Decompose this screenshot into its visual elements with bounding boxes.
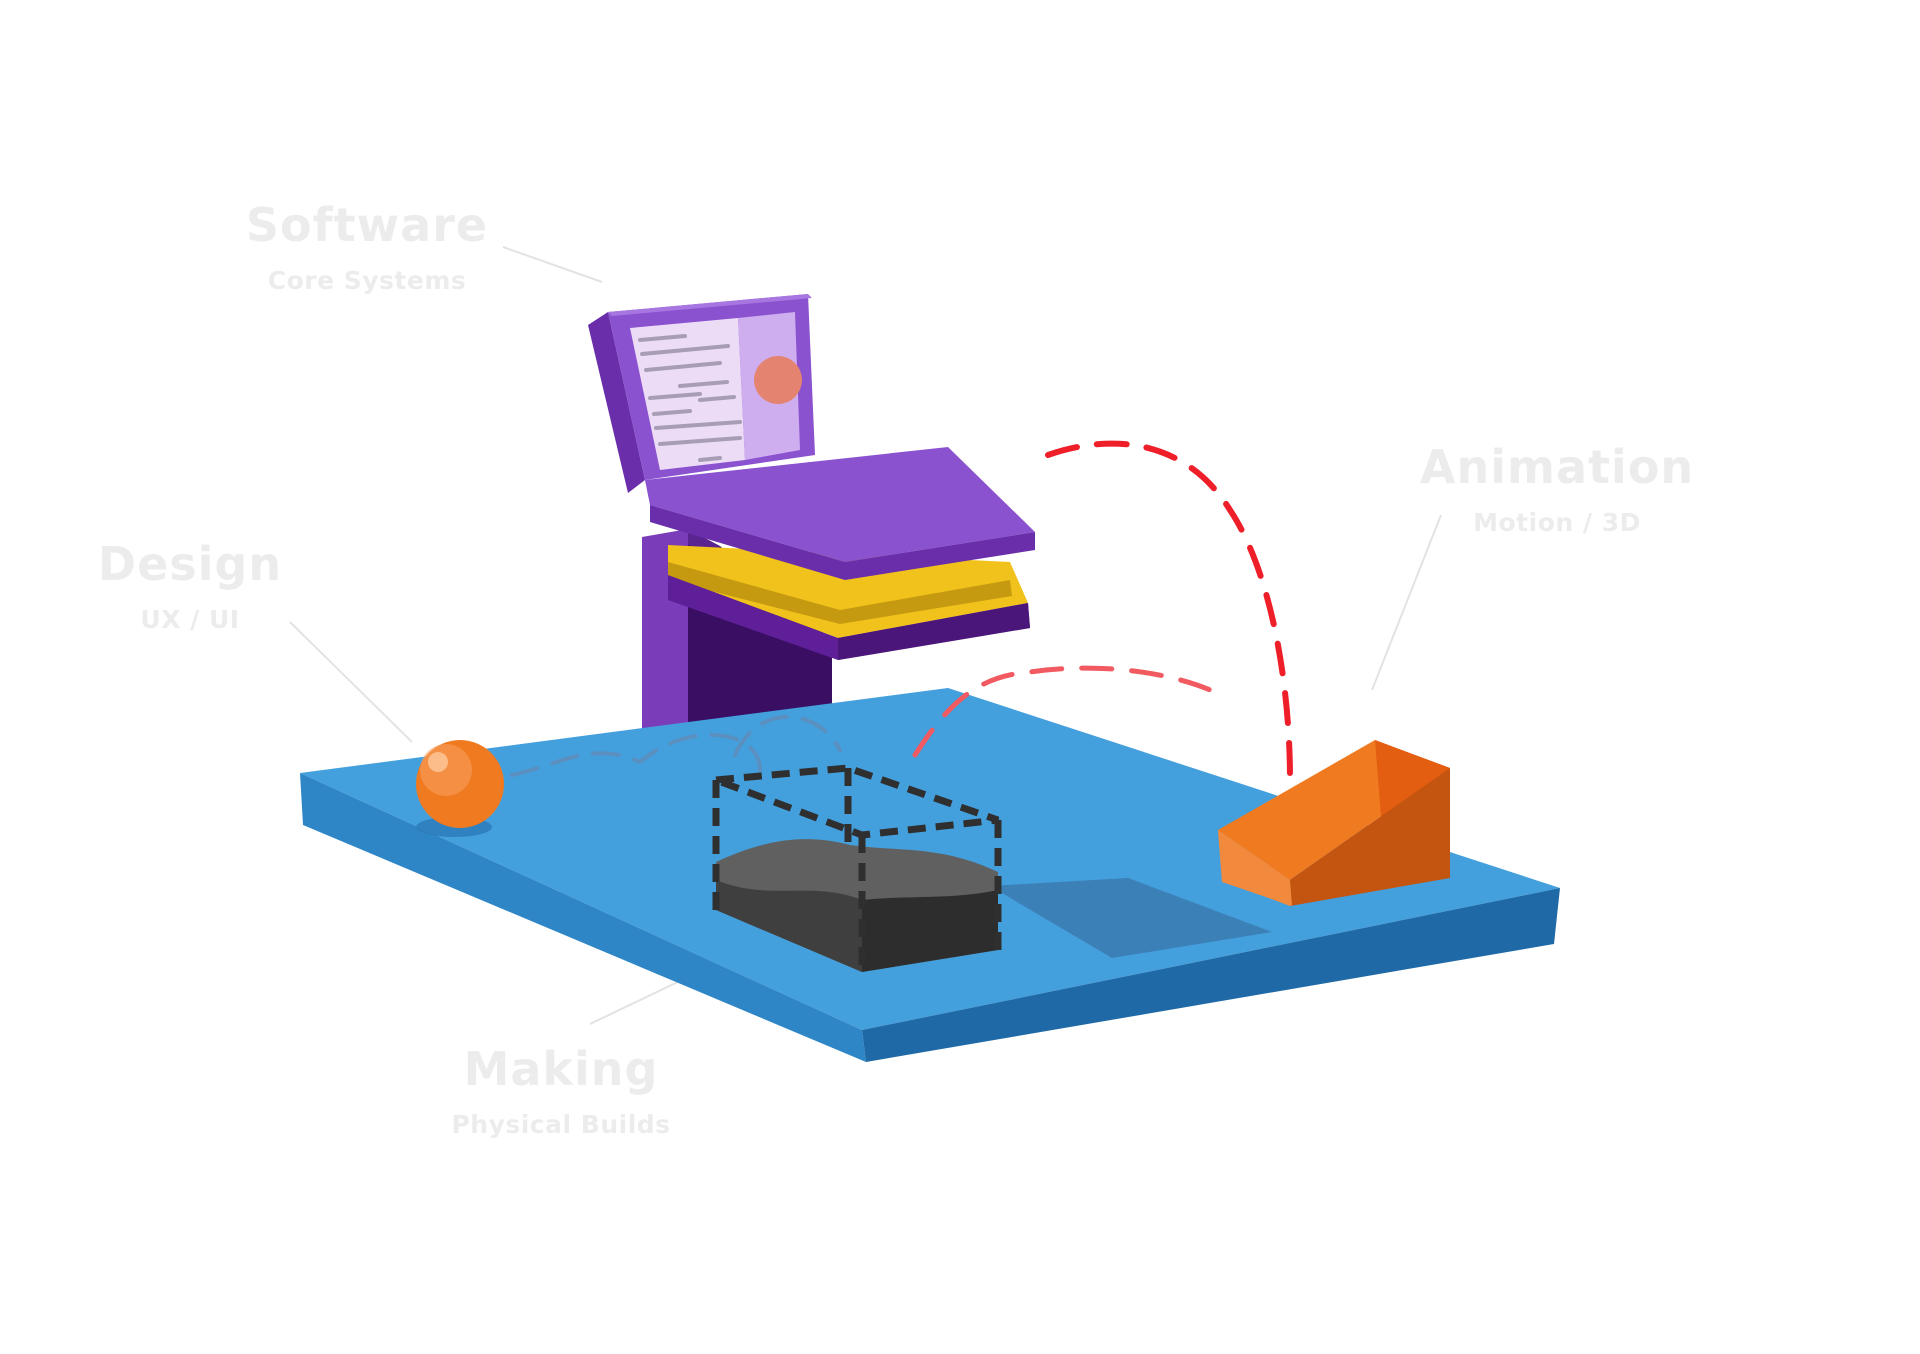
design-subtitle: UX / UI [140,605,240,634]
design-title: Design [97,537,283,591]
laptop-base [645,447,1035,660]
laptop [588,294,815,493]
animation-label: Animation Motion / 3D [1420,444,1694,535]
trajectory-arc-small [912,665,1218,758]
orange-ball [416,740,504,828]
making-title: Making [463,1042,659,1096]
orange-wedge [1218,740,1450,906]
design-label: Design UX / UI [98,541,282,632]
software-subtitle: Core Systems [267,266,467,295]
software-connector-line [502,246,603,283]
software-label: Software Core Systems [246,202,488,293]
laptop-screen [630,312,802,470]
animation-title: Animation [1419,440,1695,494]
software-title: Software [245,198,489,252]
trajectory-arc-large [1045,440,1293,783]
animation-connector-line [1371,514,1442,691]
making-label: Making Physical Builds [451,1046,670,1137]
design-connector-line [289,621,413,743]
making-subtitle: Physical Builds [451,1110,671,1139]
ball-trajectory [510,714,842,777]
screen-avatar-circle [754,356,802,404]
sculpture-box [712,764,1002,972]
animation-subtitle: Motion / 3D [1473,508,1641,537]
